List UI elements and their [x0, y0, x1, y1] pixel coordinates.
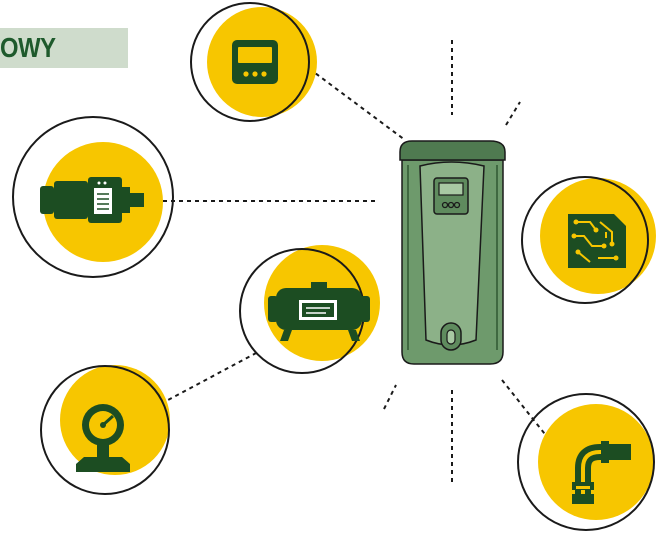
title-banner: OWY: [0, 28, 128, 68]
connector-lines: [139, 40, 549, 485]
display-panel-icon: [190, 2, 317, 122]
surface-pump-icon: [12, 116, 174, 278]
pump-controller-device: [399, 140, 506, 365]
pressure-gauge-icon: [40, 365, 170, 495]
pipe-elbow-icon: [517, 393, 655, 531]
circuit-board-icon: [521, 176, 656, 304]
ray-bottom-left: [383, 384, 397, 410]
connector-gauge: [139, 351, 259, 416]
ray-top-right: [505, 101, 521, 126]
pressure-tank-icon: [239, 245, 380, 374]
connector-pipe: [501, 379, 549, 439]
connector-display: [302, 63, 406, 141]
diagram-title: OWY: [0, 32, 56, 63]
